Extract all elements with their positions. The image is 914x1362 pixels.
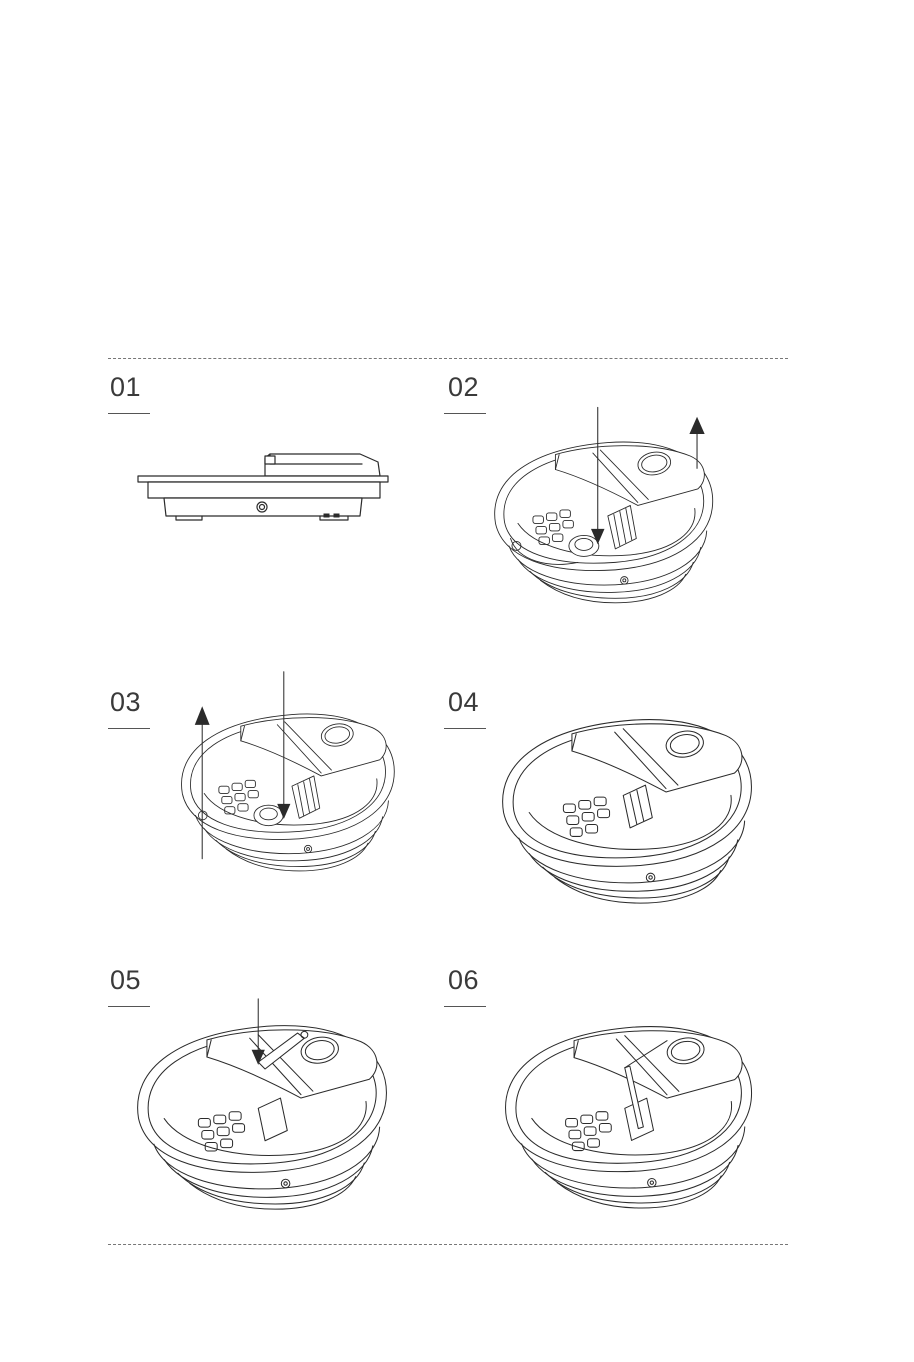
footbath-step-06 — [498, 990, 760, 1230]
footbath-step-04 — [495, 700, 760, 925]
footbath-step-05 — [130, 990, 395, 1230]
step-rule-04 — [444, 728, 486, 729]
footbath-step-02 — [488, 395, 758, 655]
footbath-step-03 — [175, 665, 430, 925]
step-rule-01 — [108, 413, 150, 414]
step-number-03: 03 — [110, 687, 141, 718]
step-number-06: 06 — [448, 965, 479, 996]
step-number-02: 02 — [448, 372, 479, 403]
step-rule-02 — [444, 413, 486, 414]
folded-footbath-side-view — [130, 450, 400, 530]
bottom-divider — [108, 1244, 788, 1245]
step-number-04: 04 — [448, 687, 479, 718]
top-divider — [108, 358, 788, 359]
step-rule-06 — [444, 1006, 486, 1007]
step-number-01: 01 — [110, 372, 141, 403]
step-rule-03 — [108, 728, 150, 729]
